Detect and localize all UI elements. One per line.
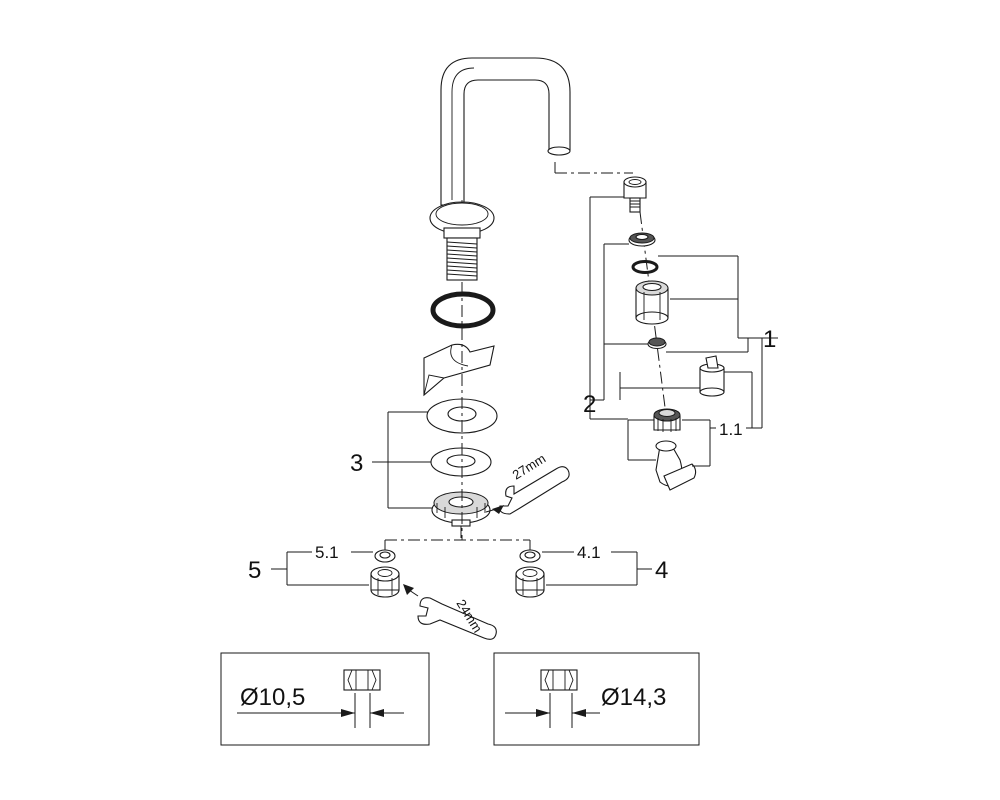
spout [440, 57, 571, 212]
label-1-1: 1.1 [719, 420, 743, 439]
small-washer-right [519, 549, 541, 563]
label-1: 1 [763, 326, 776, 353]
callout-1-bracket [658, 255, 778, 467]
hose-nut-right [515, 566, 545, 598]
washer-medium [430, 447, 492, 477]
label-2: 2 [583, 391, 596, 418]
valve-handle [655, 440, 697, 491]
dimension-box-left [220, 652, 430, 746]
adapter-part [699, 355, 725, 397]
label-5: 5 [248, 557, 261, 584]
aerator-top [623, 176, 647, 213]
dimension-right-text: Ø14,3 [601, 684, 666, 711]
o-ring-seal [430, 291, 496, 329]
mounting-nut [431, 491, 491, 527]
cartridge-ring [628, 232, 656, 247]
threaded-shank [446, 237, 478, 281]
small-washer-left [374, 549, 396, 563]
valve-spindle [653, 408, 681, 432]
wrench-27mm-icon [485, 466, 570, 515]
callout-3-bracket [372, 411, 432, 509]
hose-nut-left [370, 566, 400, 598]
callout-4-bracket [542, 551, 652, 586]
label-5-1: 5.1 [315, 543, 339, 562]
cartridge-body [635, 280, 669, 325]
spout-base-flange [429, 201, 495, 239]
branch-lines [384, 526, 531, 550]
half-moon-wedge [423, 343, 495, 397]
cartridge-washer [647, 337, 667, 350]
callout-2-bracket [589, 196, 700, 461]
dimension-left-text: Ø10,5 [240, 684, 305, 711]
label-3: 3 [350, 450, 363, 477]
cartridge-o-ring [631, 260, 659, 274]
label-4: 4 [655, 557, 668, 584]
label-4-1: 4.1 [577, 543, 601, 562]
callout-5-bracket [271, 551, 373, 586]
dimension-box-right [493, 652, 700, 746]
wrench-24mm-icon [403, 584, 497, 640]
